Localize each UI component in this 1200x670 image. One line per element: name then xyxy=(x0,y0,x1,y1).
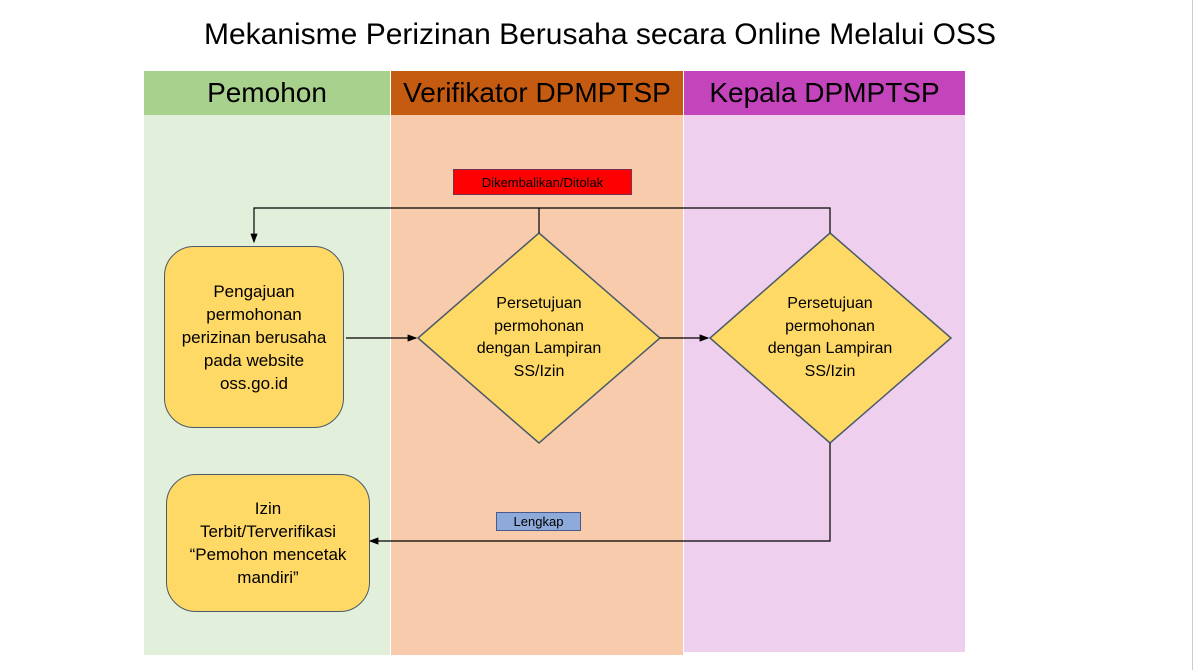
label-rejected: Dikembalikan/Ditolak xyxy=(453,169,632,195)
lane-header-pemohon: Pemohon xyxy=(144,71,390,115)
issued-line1: Izin xyxy=(254,499,282,518)
reject-loop-line xyxy=(250,207,831,244)
page-edge xyxy=(1192,0,1193,670)
node-submit-text: Pengajuan permohonan perizinan berusaha … xyxy=(181,281,327,393)
diagram-title: Mekanisme Perizinan Berusaha secara Onli… xyxy=(203,18,997,51)
lane-header-kepala: Kepala DPMPTSP xyxy=(684,71,965,115)
node-verify-text: Persetujuan permohonan dengan Lampiran S… xyxy=(476,295,602,380)
issued-line2: Terbit/Terverifikasi xyxy=(199,522,337,541)
decision-verify-shape xyxy=(416,232,662,444)
issued-line3: “Pemohon mencetak mandiri” xyxy=(189,545,347,587)
lane-header-verifikator: Verifikator DPMPTSP xyxy=(391,71,683,115)
label-complete: Lengkap xyxy=(496,512,581,531)
node-head-text: Persetujuan permohonan dengan Lampiran S… xyxy=(767,295,893,380)
node-permit-issued: Izin Terbit/Terverifikasi “Pemohon mence… xyxy=(166,474,370,612)
node-submit-application: Pengajuan permohonan perizinan berusaha … xyxy=(164,246,344,428)
approved-line xyxy=(368,443,831,545)
